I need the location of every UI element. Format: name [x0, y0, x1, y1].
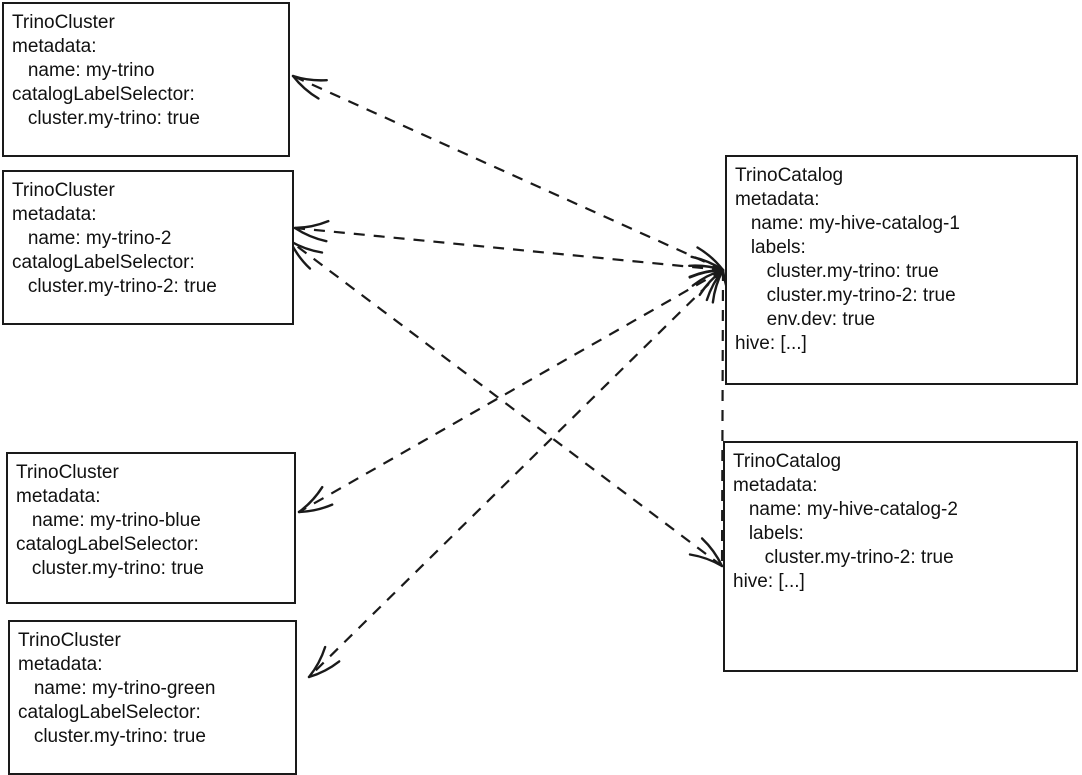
node-spec-line: metadata: — [735, 189, 820, 210]
node-spec-line: catalogLabelSelector: — [16, 534, 199, 555]
arrowhead-barb-0 — [293, 226, 328, 243]
node-body: TrinoCluster metadata: name: my-trino cata… — [12, 11, 288, 131]
arrowhead-barb-0 — [690, 255, 725, 272]
node-spec-line: catalogLabelSelector: — [18, 702, 201, 723]
node-trinocatalog-my-hive-catalog-1[interactable]: TrinoCatalog metadata: name: my-hive-cata… — [725, 155, 1078, 385]
edge-line — [308, 269, 724, 678]
node-spec-line: catalogLabelSelector: — [12, 84, 195, 105]
arrowhead-barb-0 — [297, 503, 334, 514]
node-spec-line: cluster.my-trino: true — [18, 726, 206, 747]
edge-line — [298, 269, 724, 513]
node-spec-line: cluster.my-trino: true — [16, 558, 204, 579]
node-spec-line: name: my-trino-green — [18, 678, 216, 699]
node-spec-line: labels: — [733, 523, 804, 544]
node-body: TrinoCluster metadata: name: my-trino-gre… — [18, 629, 295, 749]
arrowhead-barb-1 — [688, 268, 725, 279]
node-trinocluster-my-trino[interactable]: TrinoCluster metadata: name: my-trino cata… — [2, 2, 290, 157]
edge-arrowhead — [288, 239, 324, 270]
node-body: TrinoCluster metadata: name: my-trino-blu… — [16, 461, 294, 581]
node-spec-line: cluster.my-trino: true — [12, 108, 200, 129]
node-spec-line: metadata: — [12, 36, 97, 57]
node-spec-line: cluster.my-trino-2: true — [12, 276, 217, 297]
arrowhead-barb-1 — [688, 264, 725, 272]
edge-catalog1-to-my-trino — [291, 74, 725, 272]
node-spec-line: cluster.my-trino: true — [735, 261, 939, 282]
node-trinocluster-my-trino-green[interactable]: TrinoCluster metadata: name: my-trino-gre… — [8, 620, 297, 775]
arrowhead-barb-1 — [307, 645, 327, 679]
node-kind-label: TrinoCatalog — [735, 165, 844, 186]
arrowhead-barb-0 — [700, 537, 724, 568]
edge-line — [294, 226, 724, 272]
edge-arrowhead-source — [688, 268, 725, 297]
arrowhead-barb-1 — [698, 268, 725, 297]
node-body: TrinoCatalog metadata: name: my-hive-cata… — [733, 450, 1076, 594]
node-spec-line: name: my-trino-2 — [12, 228, 172, 249]
edge-arrowhead — [307, 645, 341, 679]
arrowhead-barb-0 — [711, 268, 725, 304]
node-body: TrinoCatalog metadata: name: my-hive-cata… — [735, 164, 1076, 356]
arrowhead-barb-1 — [688, 553, 724, 568]
node-spec-line: cluster.my-trino-2: true — [735, 285, 956, 306]
edge-line — [292, 74, 724, 272]
edge-arrowhead-source — [688, 246, 725, 272]
edge-arrowhead — [293, 219, 330, 243]
node-trinocluster-my-trino-2[interactable]: TrinoCluster metadata: name: my-trino-2 ca… — [2, 170, 294, 325]
node-spec-line: metadata: — [12, 204, 97, 225]
edge-catalog1-to-my-trino-2 — [293, 219, 725, 279]
node-kind-label: TrinoCatalog — [733, 451, 842, 472]
node-spec-line: name: my-hive-catalog-2 — [733, 499, 958, 520]
edge-arrowhead — [297, 485, 334, 514]
edge-catalog2-to-my-trino-2 — [288, 239, 724, 568]
node-spec-line: cluster.my-trino-2: true — [733, 547, 954, 568]
arrowhead-barb-0 — [688, 268, 725, 279]
arrowhead-barb-1 — [288, 239, 324, 254]
node-kind-label: TrinoCluster — [12, 180, 115, 201]
arrowhead-barb-1 — [705, 268, 725, 302]
arrowhead-barb-0 — [307, 660, 341, 679]
node-spec-line: metadata: — [16, 486, 101, 507]
node-body: TrinoCluster metadata: name: my-trino-2 ca… — [12, 179, 292, 299]
arrowhead-barb-1 — [297, 485, 324, 514]
node-spec-line: name: my-trino — [12, 60, 155, 81]
node-kind-label: TrinoCluster — [18, 630, 121, 651]
node-kind-label: TrinoCluster — [12, 12, 115, 33]
arrowhead-barb-1 — [291, 74, 328, 82]
node-spec-line: name: my-trino-blue — [16, 510, 201, 531]
node-spec-line: env.dev: true — [735, 309, 876, 330]
node-trinocluster-my-trino-blue[interactable]: TrinoCluster metadata: name: my-trino-blu… — [6, 452, 296, 604]
arrowhead-barb-0 — [696, 246, 725, 272]
node-spec-line: hive: [...] — [733, 571, 805, 592]
arrowhead-barb-0 — [691, 268, 725, 287]
node-spec-line: hive: [...] — [735, 333, 807, 354]
node-spec-line: labels: — [735, 237, 806, 258]
edge-catalog1-to-my-trino-blue — [297, 268, 725, 514]
arrowhead-barb-1 — [293, 219, 330, 230]
edge-arrowhead-source — [688, 537, 724, 568]
node-trinocatalog-my-hive-catalog-2[interactable]: TrinoCatalog metadata: name: my-hive-cata… — [723, 441, 1078, 672]
edge-arrowhead-source — [688, 255, 725, 279]
edge-line — [289, 240, 723, 567]
node-spec-line: metadata: — [733, 475, 818, 496]
edge-arrowhead-source — [691, 268, 725, 302]
node-spec-line: catalogLabelSelector: — [12, 252, 195, 273]
node-spec-line: metadata: — [18, 654, 103, 675]
edge-arrowhead — [291, 74, 328, 100]
node-spec-line: name: my-hive-catalog-1 — [735, 213, 960, 234]
node-kind-label: TrinoCluster — [16, 462, 119, 483]
arrowhead-barb-0 — [291, 74, 320, 100]
edge-catalog1-to-my-trino-green — [307, 268, 725, 679]
